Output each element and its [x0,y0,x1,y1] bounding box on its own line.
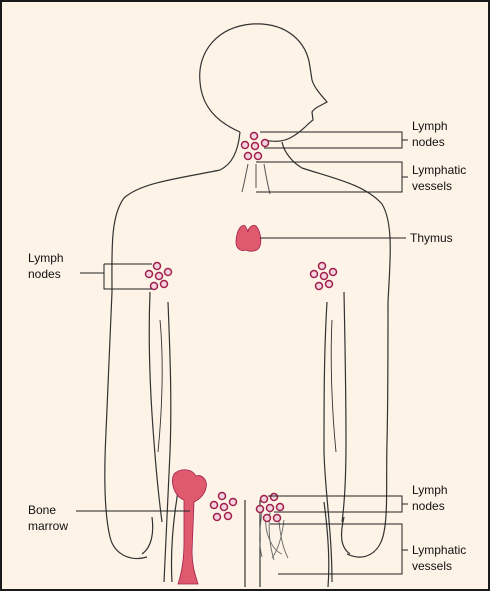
neck-left-outline [220,132,240,170]
left-arm-inner [149,292,162,522]
body-outline [105,24,390,587]
neck-lymph-vessels [242,164,270,194]
left-torso-side [164,302,171,582]
left-hand [142,517,153,554]
label-lymph-nodes-armpit: Lymph nodes [28,251,67,281]
lymph-nodes-left-armpit-cluster [146,263,172,290]
leader-lines [76,132,408,574]
right-hand [342,517,350,554]
leader-neck-nodes [260,132,408,148]
label-lymphatic-vessels-groin: Lymphatic vessels [412,543,470,573]
label-bone-marrow: Bone marrow [28,503,68,533]
leader-groin-vessels [270,524,408,574]
thymus-organ [236,225,261,251]
lymph-nodes-right-armpit-cluster [311,263,337,290]
label-lymph-nodes-neck: Lymph nodes [412,119,451,149]
left-arm-vessel [158,320,162,452]
right-arm-vessel [331,320,336,452]
label-thymus: Thymus [410,231,453,245]
lymph-nodes-left-groin-cluster [211,493,237,521]
label-lymph-nodes-groin: Lymph nodes [412,483,451,513]
right-arm-outer [302,168,390,557]
bone-marrow-femur [172,470,206,584]
right-arm-inner [342,292,346,522]
lymph-nodes-neck-cluster [242,133,269,160]
neck-right-outline [282,142,302,168]
label-lymphatic-vessels-neck: Lymphatic vessels [412,163,470,193]
leader-armpit-nodes [80,264,152,289]
head-outline [200,24,327,141]
